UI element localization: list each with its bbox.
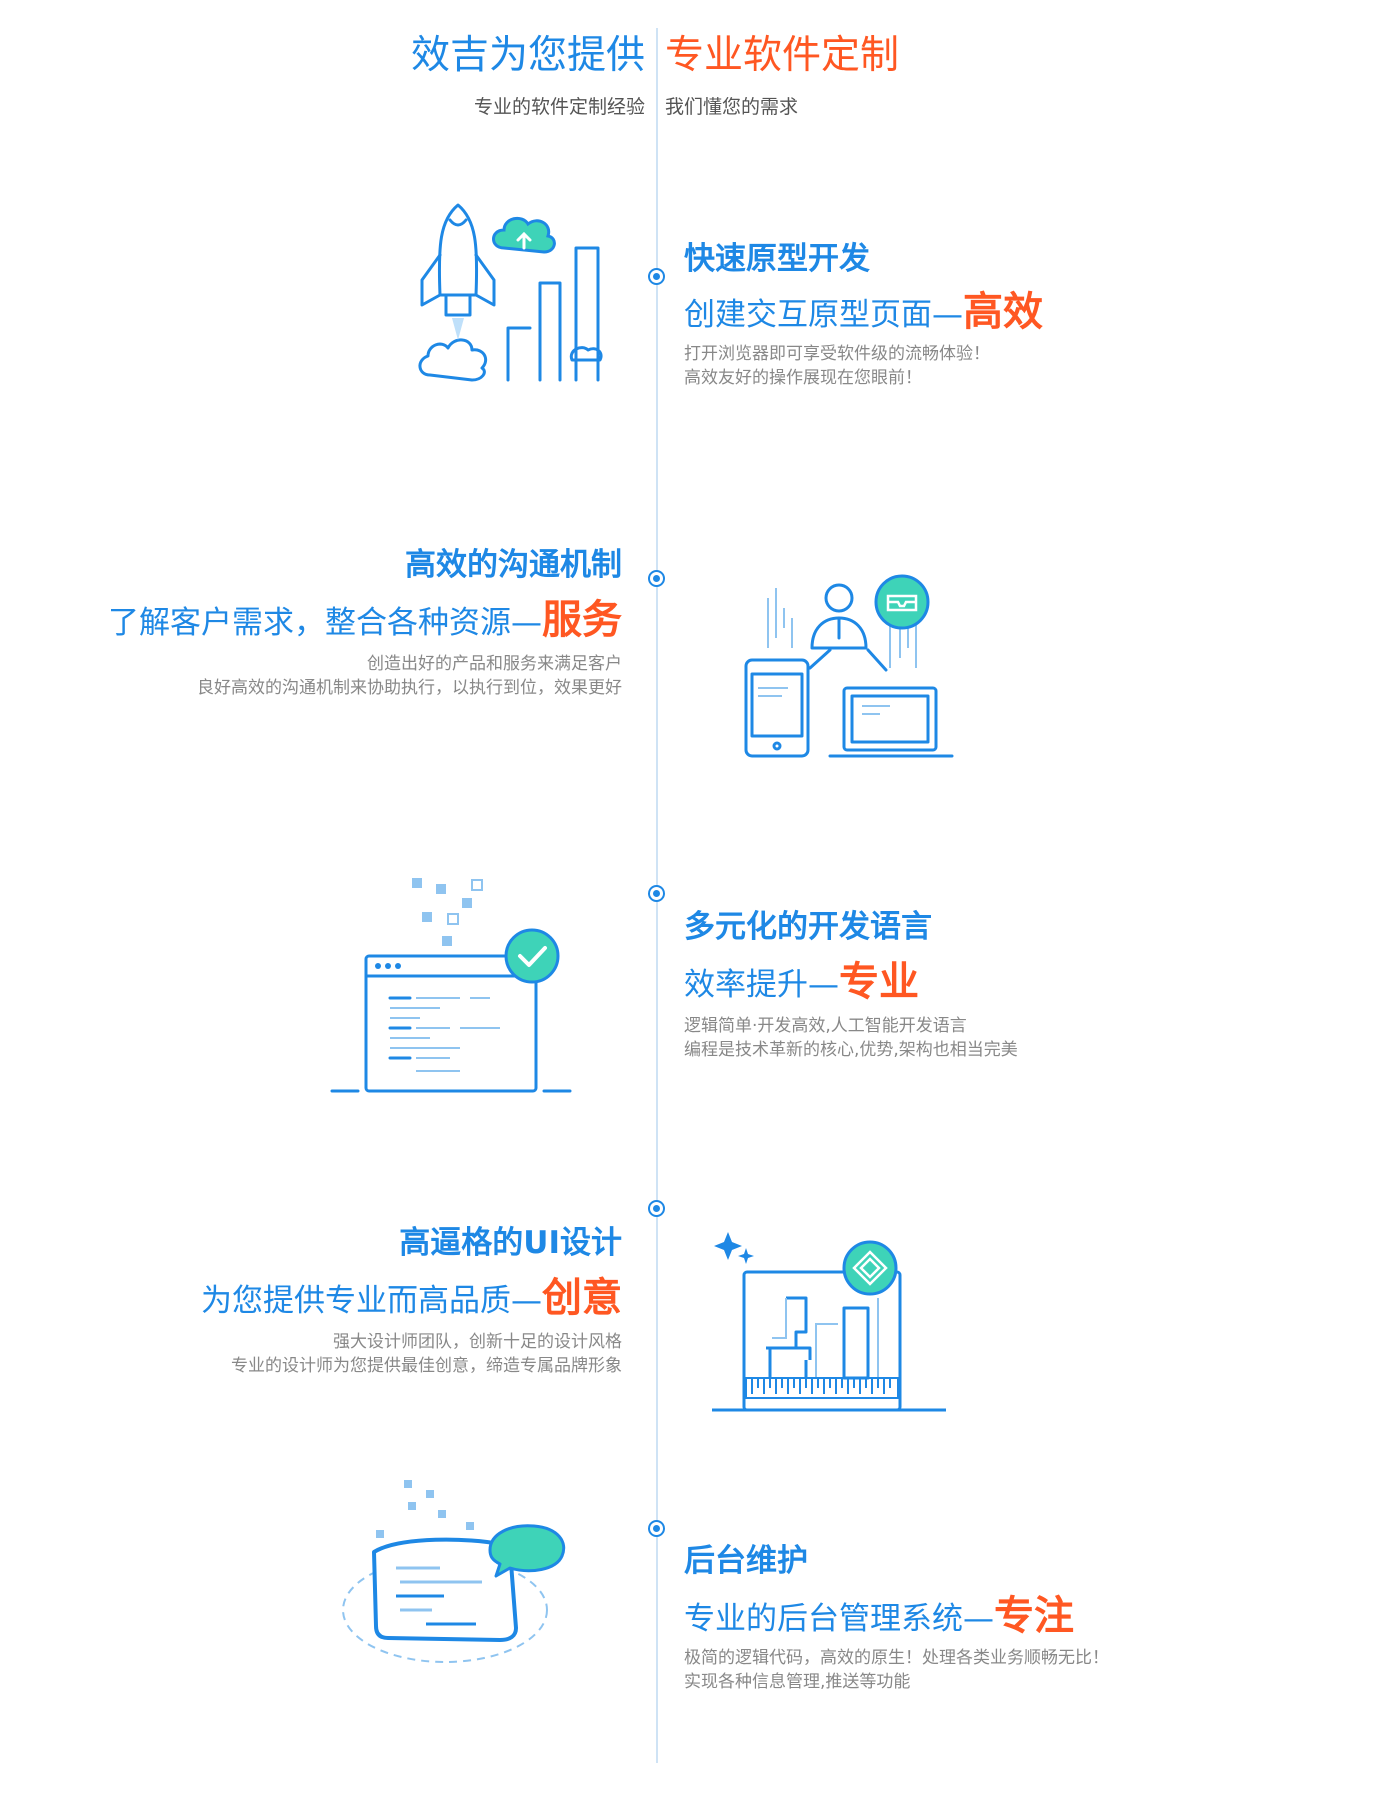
feature-2-desc-line2: 良好高效的沟通机制来协助执行，以执行到位，效果更好 (197, 678, 622, 698)
design-canvas-icon (712, 1232, 946, 1412)
feature-4-desc-line1: 强大设计师团队，创新十足的设计风格 (333, 1332, 622, 1352)
rocket-chart-icon (418, 203, 603, 382)
code-window-check-icon (330, 878, 572, 1093)
feature-3-desc-line2: 编程是技术革新的核心,优势,架构也相当完美 (684, 1040, 1018, 1060)
feature-2-subtitle: 了解客户需求，整合各种资源—服务 (108, 598, 622, 642)
timeline-dot-2 (648, 570, 665, 587)
feature-1-dash: — (932, 297, 963, 333)
feature-1-desc-line1: 打开浏览器即可享受软件级的流畅体验！ (684, 344, 990, 364)
feature-3-subtitle-text: 效率提升 (684, 967, 808, 1003)
feature-4-dash: — (511, 1283, 542, 1319)
feature-2-dash: — (511, 605, 542, 641)
feature-3-subtitle: 效率提升—专业 (684, 960, 919, 1004)
header-right-title: 专业软件定制 (665, 33, 900, 78)
feature-5-desc-line2: 实现各种信息管理,推送等功能 (684, 1672, 911, 1692)
feature-4-highlight: 创意 (542, 1275, 622, 1321)
feature-4-desc: 强大设计师团队，创新十足的设计风格 专业的设计师为您提供最佳创意，缔造专属品牌形… (231, 1330, 622, 1378)
feature-5-subtitle-text: 专业的后台管理系统 (684, 1601, 963, 1637)
feature-1-subtitle: 创建交互原型页面—高效 (684, 290, 1043, 334)
feature-2-title: 高效的沟通机制 (405, 547, 622, 583)
feature-5-desc: 极简的逻辑代码，高效的原生！处理各类业务顺畅无比！ 实现各种信息管理,推送等功能 (684, 1646, 1109, 1694)
feature-5-dash: — (963, 1601, 994, 1637)
timeline-dot-3 (648, 885, 665, 902)
feature-2-highlight: 服务 (542, 597, 622, 643)
feature-5-title: 后台维护 (684, 1543, 808, 1579)
feature-5-subtitle: 专业的后台管理系统—专注 (684, 1594, 1074, 1638)
feature-4-subtitle-text: 为您提供专业而高品质 (201, 1283, 511, 1319)
header-left-title: 效吉为您提供 (410, 33, 645, 78)
feature-4-desc-line2: 专业的设计师为您提供最佳创意，缔造专属品牌形象 (231, 1356, 622, 1376)
feature-5-desc-line1: 极简的逻辑代码，高效的原生！处理各类业务顺畅无比！ (684, 1648, 1109, 1668)
timeline-dot-5 (648, 1520, 665, 1537)
feature-4-subtitle: 为您提供专业而高品质—创意 (201, 1276, 622, 1320)
feature-1-desc-line2: 高效友好的操作展现在您眼前！ (684, 368, 922, 388)
feature-3-desc-line1: 逻辑简单·开发高效,人工智能开发语言 (684, 1016, 967, 1036)
timeline-dot-1 (648, 268, 665, 285)
feature-4-title: 高逼格的UI设计 (399, 1225, 622, 1261)
communication-devices-icon (744, 574, 954, 758)
feature-1-desc: 打开浏览器即可享受软件级的流畅体验！ 高效友好的操作展现在您眼前！ (684, 342, 990, 390)
feature-3-highlight: 专业 (839, 959, 919, 1005)
header-right-subtitle: 我们懂您的需求 (665, 96, 799, 118)
feature-1-subtitle-text: 创建交互原型页面 (684, 297, 932, 333)
backend-chat-box-icon (342, 1480, 566, 1663)
timeline-dot-4 (648, 1200, 665, 1217)
feature-3-desc: 逻辑简单·开发高效,人工智能开发语言 编程是技术革新的核心,优势,架构也相当完美 (684, 1014, 1018, 1062)
header-left-subtitle: 专业的软件定制经验 (473, 96, 645, 118)
feature-2-subtitle-text: 了解客户需求，整合各种资源 (108, 605, 511, 641)
feature-2-desc: 创造出好的产品和服务来满足客户 良好高效的沟通机制来协助执行，以执行到位，效果更… (197, 652, 622, 700)
feature-3-title: 多元化的开发语言 (684, 909, 932, 945)
feature-3-dash: — (808, 967, 839, 1003)
feature-5-highlight: 专注 (994, 1593, 1074, 1639)
feature-1-highlight: 高效 (963, 289, 1043, 335)
feature-2-desc-line1: 创造出好的产品和服务来满足客户 (367, 654, 622, 674)
feature-1-title: 快速原型开发 (684, 241, 870, 277)
